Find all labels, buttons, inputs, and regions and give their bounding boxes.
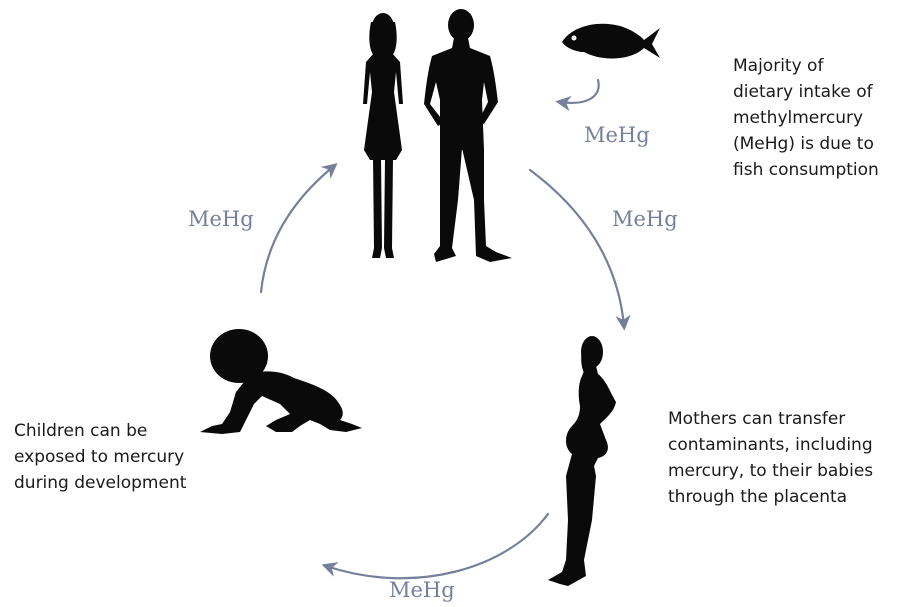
children-caption-line: Children can be [14,421,147,441]
arrow-mother-to-child [326,514,548,578]
fish-caption-line: fish consumption [733,160,879,180]
fish-caption-line: Majority of [733,56,824,76]
fish-caption-line: dietary intake of [733,82,874,102]
mehg-label-bottom: MeHg [389,578,455,602]
children-caption: Children can be exposed to mercury durin… [14,421,187,493]
children-caption-line: during development [14,473,187,493]
woman-silhouette-icon [363,13,403,258]
mehg-label-right: MeHg [612,207,678,231]
arrow-fish-to-adults [560,80,599,103]
children-caption-line: exposed to mercury [14,447,184,467]
mehg-label-left: MeHg [188,207,254,231]
crawling-baby-silhouette-icon [200,329,362,434]
fish-caption-line: (MeHg) is due to [733,134,874,154]
mothers-caption: Mothers can transfer contaminants, inclu… [668,409,873,507]
fish-caption: Majority of dietary intake of methylmerc… [733,56,879,180]
mothers-caption-line: contaminants, including [668,435,873,455]
mothers-caption-line: Mothers can transfer [668,409,845,429]
mothers-caption-line: mercury, to their babies [668,461,873,481]
mothers-caption-line: through the placenta [668,487,847,507]
mehg-label-fish: MeHg [584,123,650,147]
fish-icon [562,24,660,59]
arrow-child-to-adults [261,166,334,292]
man-silhouette-icon [424,9,512,262]
fish-caption-line: methylmercury [733,108,863,128]
arrow-adults-to-mother [530,170,624,326]
pregnant-woman-silhouette-icon [548,336,616,586]
